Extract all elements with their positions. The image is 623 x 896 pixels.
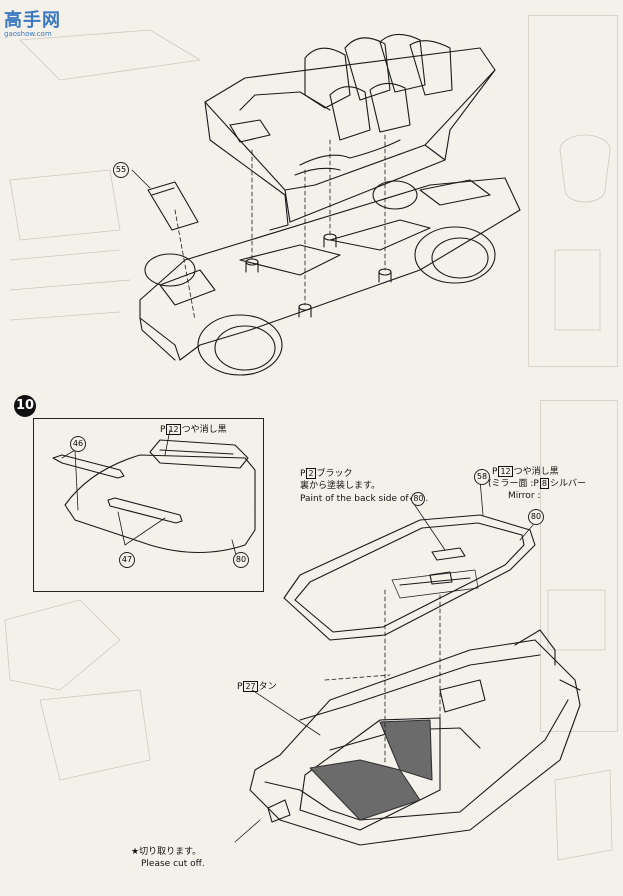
back-paint-color: ブラック: [316, 469, 353, 479]
part-number-46: 46: [70, 436, 86, 452]
callout-back-paint-line2: 裏から塗装します。: [300, 481, 381, 491]
body-shell: [249, 629, 581, 846]
bleed-through-panel-bottom: [540, 400, 618, 732]
paint-code: 12: [166, 424, 181, 435]
mirror-face-label: (ミラー面 :: [488, 479, 534, 489]
back-paint-en-suffix: .: [425, 494, 429, 504]
part-number-47: 47: [119, 552, 135, 568]
interior-tub: [204, 33, 496, 231]
part-number-80-roof: 80: [528, 509, 544, 525]
bleed-through-sketches: [4, 29, 613, 861]
mirror-prefix: P: [492, 467, 498, 477]
mirror-face-code: 8: [539, 478, 549, 489]
part-number-55: 55: [113, 162, 129, 178]
logo-text: 高手网: [4, 10, 61, 31]
step10-frame: [33, 418, 264, 592]
back-paint-prefix: P: [300, 469, 306, 479]
back-paint-code: 2: [306, 468, 316, 479]
back-paint-part: 80: [411, 492, 426, 506]
chassis: [139, 177, 521, 376]
tan-code: 27: [243, 681, 258, 692]
mirror-code: 12: [498, 466, 513, 477]
callout-cut-jp: ★切り取ります。: [131, 847, 202, 857]
step-number-badge: 10: [14, 395, 36, 417]
watermark-logo: 高手网 gaoshow.com: [4, 6, 61, 38]
lower-guide-lines: [324, 589, 441, 771]
callout-cut-en: Please cut off.: [141, 859, 205, 869]
part-number-80-step10: 80: [233, 552, 249, 568]
callout-back-paint-line3: Paint of the back side of 80.: [300, 492, 428, 506]
mirror-color: つや消し黒: [513, 467, 559, 477]
part-55-shape: [131, 169, 199, 231]
tan-color: タン: [258, 682, 277, 692]
step10-diagram: [52, 429, 256, 556]
logo-url: gaoshow.com: [4, 30, 52, 38]
paint-prefix: P: [160, 425, 166, 435]
paint-name: つや消し黒: [181, 425, 227, 435]
part-number-58: 58: [474, 469, 490, 485]
back-paint-en: Paint of the back side of: [300, 494, 409, 504]
bleed-through-panel-top: [528, 15, 618, 367]
tan-prefix: P: [237, 682, 243, 692]
mirror-face-color: シルバー: [549, 479, 586, 489]
callout-leaders: [234, 479, 534, 843]
callout-mirror-line3: Mirror :: [508, 491, 541, 501]
roof-glass: [283, 514, 536, 641]
